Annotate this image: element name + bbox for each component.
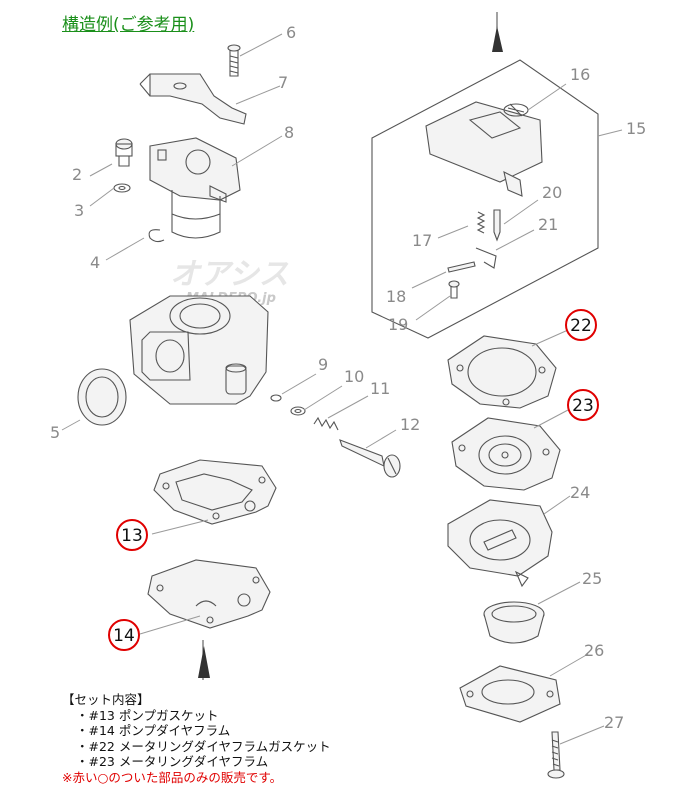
circled-part-22: 22 <box>565 309 597 341</box>
part-24-cover <box>447 499 553 588</box>
svg-text:13: 13 <box>121 526 143 546</box>
part-23-metering-diaphragm <box>451 417 561 491</box>
part-number-11: 11 <box>370 379 390 398</box>
part-number-10: 10 <box>344 367 364 386</box>
leader-lines <box>61 33 623 745</box>
part-number-16: 16 <box>570 65 590 84</box>
part-number-9: 9 <box>318 355 328 374</box>
part-number-6: 6 <box>286 23 296 42</box>
part-7-lever <box>139 73 247 125</box>
part-15-assembly-box <box>371 59 599 339</box>
part-number-26: 26 <box>584 641 604 660</box>
part-number-2: 2 <box>72 165 82 184</box>
part-number-19: 19 <box>388 315 408 334</box>
part-11-spring <box>313 416 339 431</box>
part-6-screw <box>227 44 241 77</box>
part-number-25: 25 <box>582 569 602 588</box>
part-number-27: 27 <box>604 713 624 732</box>
part-19-screw <box>448 280 460 299</box>
part-10-washer <box>290 406 306 416</box>
svg-text:23: 23 <box>572 396 594 416</box>
part-number-4: 4 <box>90 253 100 272</box>
part-12-needle <box>339 439 401 478</box>
part-22-metering-gasket <box>447 335 557 409</box>
part-25-primer-bulb <box>483 601 545 644</box>
circled-part-13: 13 <box>116 519 148 551</box>
part-number-12: 12 <box>400 415 420 434</box>
part-number-17: 17 <box>412 231 432 250</box>
part-number-15: 15 <box>626 119 646 138</box>
arrow-top <box>492 12 503 52</box>
carburetor-body <box>129 295 269 405</box>
part-14-pump-diaphragm <box>147 559 271 629</box>
set-item-23: ・#23 メータリングダイヤフラム <box>76 754 269 769</box>
part-3-washer <box>113 183 131 193</box>
part-13-pump-gasket <box>153 459 277 525</box>
part-number-18: 18 <box>386 287 406 306</box>
part-number-20: 20 <box>542 183 562 202</box>
part-number-3: 3 <box>74 201 84 220</box>
set-contents: 【セット内容】 ・#13 ポンプガスケット ・#14 ポンプダイヤフラム ・#2… <box>62 692 331 785</box>
part-17-spring <box>476 211 486 234</box>
svg-text:14: 14 <box>113 626 135 646</box>
page-title: 構造例(ご参考用) <box>62 15 195 35</box>
watermark-logo: オアシス <box>170 257 289 292</box>
set-contents-heading: 【セット内容】 <box>62 692 150 707</box>
part-number-7: 7 <box>278 73 288 92</box>
part-9-oring <box>270 394 282 402</box>
circled-part-23: 23 <box>567 389 599 421</box>
part-27-screw <box>547 731 565 779</box>
part-26-retainer <box>459 665 561 723</box>
part-number-5: 5 <box>50 423 60 442</box>
sale-note: ※赤い○のついた部品のみの販売です。 <box>62 769 283 785</box>
circled-part-14: 14 <box>108 619 140 651</box>
part-number-8: 8 <box>284 123 294 142</box>
arrow-bottom <box>198 640 210 680</box>
svg-text:22: 22 <box>570 316 592 336</box>
part-5-seal <box>77 368 127 426</box>
part-2-screw <box>115 138 133 167</box>
part-8-housing <box>149 137 241 239</box>
part-number-21: 21 <box>538 215 558 234</box>
part-20-needle-valve <box>493 209 501 242</box>
set-item-14: ・#14 ポンプダイヤフラム <box>76 723 231 738</box>
part-16-metering-body <box>425 101 543 197</box>
part-4-clip <box>148 229 165 243</box>
part-number-24: 24 <box>570 483 590 502</box>
part-21-lever <box>475 247 497 269</box>
set-item-13: ・#13 ポンプガスケット <box>76 707 219 723</box>
set-item-22: ・#22 メータリングダイヤフラムガスケット <box>76 738 331 754</box>
part-18-pin <box>447 261 476 273</box>
